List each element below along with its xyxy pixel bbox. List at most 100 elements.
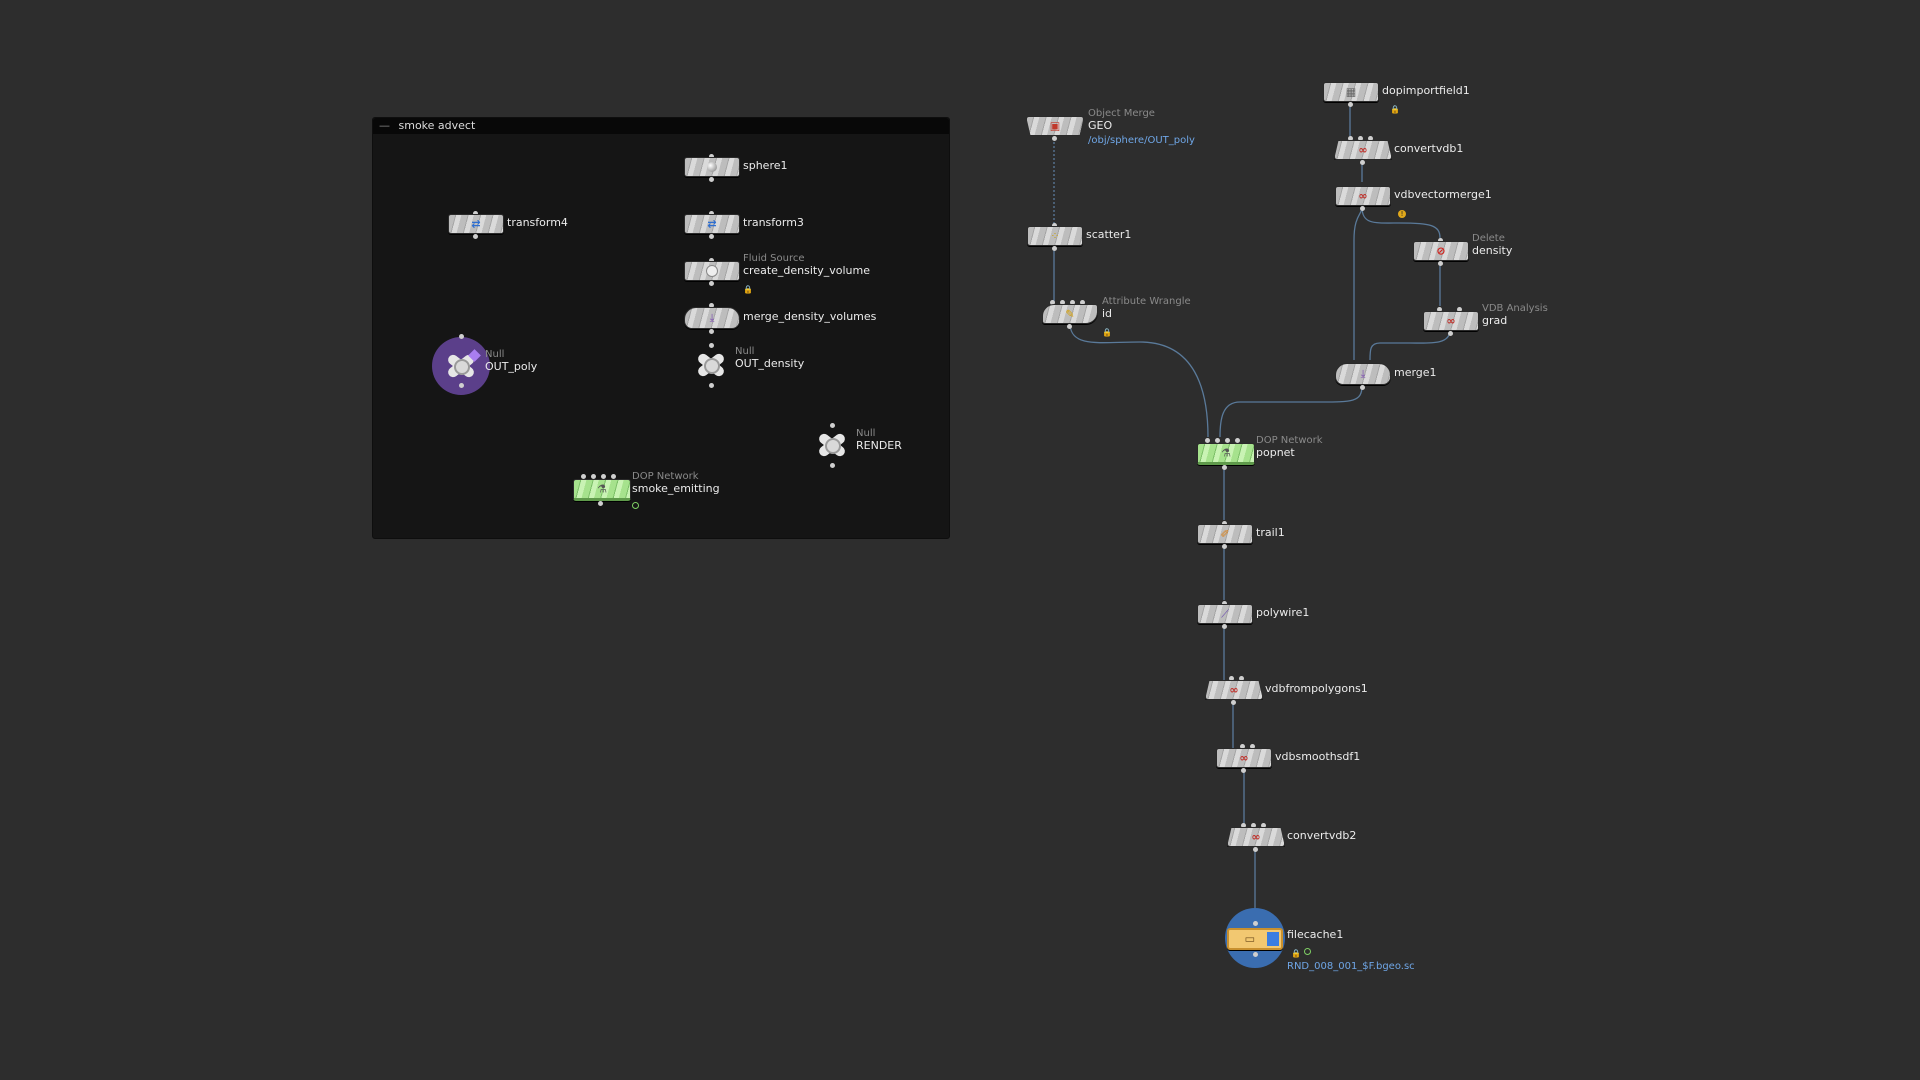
node-transform3-name: transform3 [743, 216, 804, 229]
node-vdbsmoothsdf1-body[interactable]: ∞ [1216, 748, 1272, 768]
node-create-density-volume-type: Fluid Source [743, 253, 805, 264]
node-trail1-body[interactable]: ✐ [1197, 524, 1253, 544]
node-vdbsmoothsdf1-name: vdbsmoothsdf1 [1275, 750, 1361, 763]
node-convertvdb1-name: convertvdb1 [1394, 142, 1464, 155]
node-scatter1-body[interactable]: ⁘ [1027, 226, 1083, 246]
node-grad-type: VDB Analysis [1482, 303, 1548, 314]
node-sphere1-body[interactable] [684, 157, 740, 177]
null-icon[interactable] [442, 347, 480, 385]
node-geo-body[interactable]: ▣ [1026, 116, 1084, 136]
node-create-density-volume-body[interactable] [684, 261, 740, 281]
dop-network-icon: ⚗ [1221, 446, 1231, 460]
node-id-type: Attribute Wrangle [1102, 296, 1191, 307]
node-popnet-name: popnet [1256, 446, 1295, 459]
node-dopimportfield1-name: dopimportfield1 [1382, 84, 1470, 97]
scatter-icon: ⁘ [1050, 229, 1060, 243]
node-convertvdb2-body[interactable]: ∞ [1227, 827, 1285, 847]
node-sphere1-name: sphere1 [743, 159, 788, 172]
node-popnet-type: DOP Network [1256, 435, 1323, 446]
node-geo-name: GEO [1088, 119, 1113, 132]
file-cache-icon: ▭ [1244, 932, 1255, 946]
wire-id-popnet [1069, 324, 1209, 438]
node-polywire1-body[interactable]: ⟋ [1197, 604, 1253, 624]
dop-network-icon: ⚗ [597, 482, 607, 496]
sphere-icon [707, 162, 717, 172]
lock-icon: 🔒 [1390, 105, 1400, 114]
node-transform4-body[interactable]: ⇄ [448, 214, 504, 234]
node-id-name: id [1102, 307, 1113, 320]
render-flag-stripe [1267, 932, 1279, 946]
node-dopimportfield1-body[interactable]: ▦ [1323, 82, 1379, 102]
node-transform3-body[interactable]: ⇄ [684, 214, 740, 234]
node-transform4-name: transform4 [507, 216, 568, 229]
node-geo-type: Object Merge [1088, 108, 1155, 119]
null-icon[interactable] [813, 426, 851, 464]
node-convertvdb1-body[interactable]: ∞ [1334, 140, 1392, 160]
trail-icon: ✐ [1220, 527, 1230, 541]
vdb-icon: ∞ [1446, 314, 1456, 328]
network-box-title: smoke advect [398, 119, 476, 132]
vdb-icon: ∞ [1251, 830, 1261, 844]
node-filecache1-body[interactable]: ▭ [1227, 928, 1283, 950]
node-popnet-body[interactable]: ⚗ [1197, 443, 1255, 465]
node-out-density-name: OUT_density [735, 357, 805, 370]
node-merge-density-volumes-body[interactable]: ⤓ [684, 307, 740, 329]
node-density-body[interactable]: ⊘ [1413, 241, 1469, 261]
node-smoke-emitting-name: smoke_emitting [632, 482, 720, 495]
lock-icon: 🔒 [743, 285, 753, 294]
node-out-density-type: Null [735, 346, 755, 357]
vdb-icon: ∞ [1229, 683, 1239, 697]
node-merge1-body[interactable]: ⤓ [1335, 363, 1391, 385]
vdb-icon: ∞ [1239, 751, 1249, 765]
node-geo-path: /obj/sphere/OUT_poly [1088, 135, 1195, 146]
node-density-type: Delete [1472, 233, 1505, 244]
collapse-icon[interactable]: — [379, 119, 390, 132]
node-merge1-name: merge1 [1394, 366, 1437, 379]
node-render-name: RENDER [856, 439, 902, 452]
dop-import-icon: ▦ [1345, 85, 1357, 99]
lock-icon: 🔒 [1291, 949, 1301, 958]
node-trail1-name: trail1 [1256, 526, 1285, 539]
node-vdbfrompolygons1-body[interactable]: ∞ [1205, 680, 1263, 700]
node-vdbfrompolygons1-name: vdbfrompolygons1 [1265, 682, 1368, 695]
node-polywire1-name: polywire1 [1256, 606, 1310, 619]
merge-icon: ⤓ [1360, 367, 1366, 381]
node-smoke-emitting-type: DOP Network [632, 471, 699, 482]
null-icon[interactable] [692, 346, 730, 384]
wrangle-icon: ✎ [1065, 307, 1075, 321]
delete-icon: ⊘ [1436, 244, 1446, 258]
node-scatter1-name: scatter1 [1086, 228, 1132, 241]
transform-icon: ⇄ [707, 217, 717, 231]
node-grad-name: grad [1482, 314, 1508, 327]
vdb-icon: ∞ [1358, 189, 1368, 203]
node-convertvdb2-name: convertvdb2 [1287, 829, 1357, 842]
network-box-smoke-advect[interactable]: — smoke advect [372, 117, 950, 539]
wire-vectormerge-merge1 [1353, 206, 1363, 360]
vdb-icon: ∞ [1358, 143, 1368, 157]
lock-icon: 🔒 [1102, 328, 1112, 337]
node-create-density-volume-name: create_density_volume [743, 264, 870, 277]
wire-merge1-popnet [1219, 385, 1363, 438]
node-filecache1-name: filecache1 [1287, 928, 1344, 941]
wire-grad-merge1 [1369, 329, 1451, 361]
node-id-body[interactable]: ✎ [1042, 304, 1098, 324]
node-render-type: Null [856, 428, 876, 439]
transform-icon: ⇄ [471, 217, 481, 231]
node-vdbvectormerge1-body[interactable]: ∞ [1335, 186, 1391, 206]
merge-icon: ⤓ [709, 311, 715, 325]
node-density-name: density [1472, 244, 1513, 257]
bypass-ring-icon [632, 502, 639, 509]
network-box-header[interactable]: — smoke advect [373, 118, 949, 134]
node-vdbvectormerge1-name: vdbvectormerge1 [1394, 188, 1492, 201]
object-merge-icon: ▣ [1049, 119, 1061, 133]
warning-icon[interactable]: ! [1398, 210, 1406, 218]
node-out-poly-name: OUT_poly [485, 360, 538, 373]
fluid-source-icon [706, 265, 718, 277]
node-out-poly-type: Null [485, 349, 505, 360]
node-filecache1-path: RND_008_001_$F.bgeo.sc [1287, 961, 1415, 972]
node-merge-density-volumes-name: merge_density_volumes [743, 310, 877, 323]
node-smoke-emitting-body[interactable]: ⚗ [573, 479, 631, 501]
node-grad-body[interactable]: ∞ [1423, 311, 1479, 331]
